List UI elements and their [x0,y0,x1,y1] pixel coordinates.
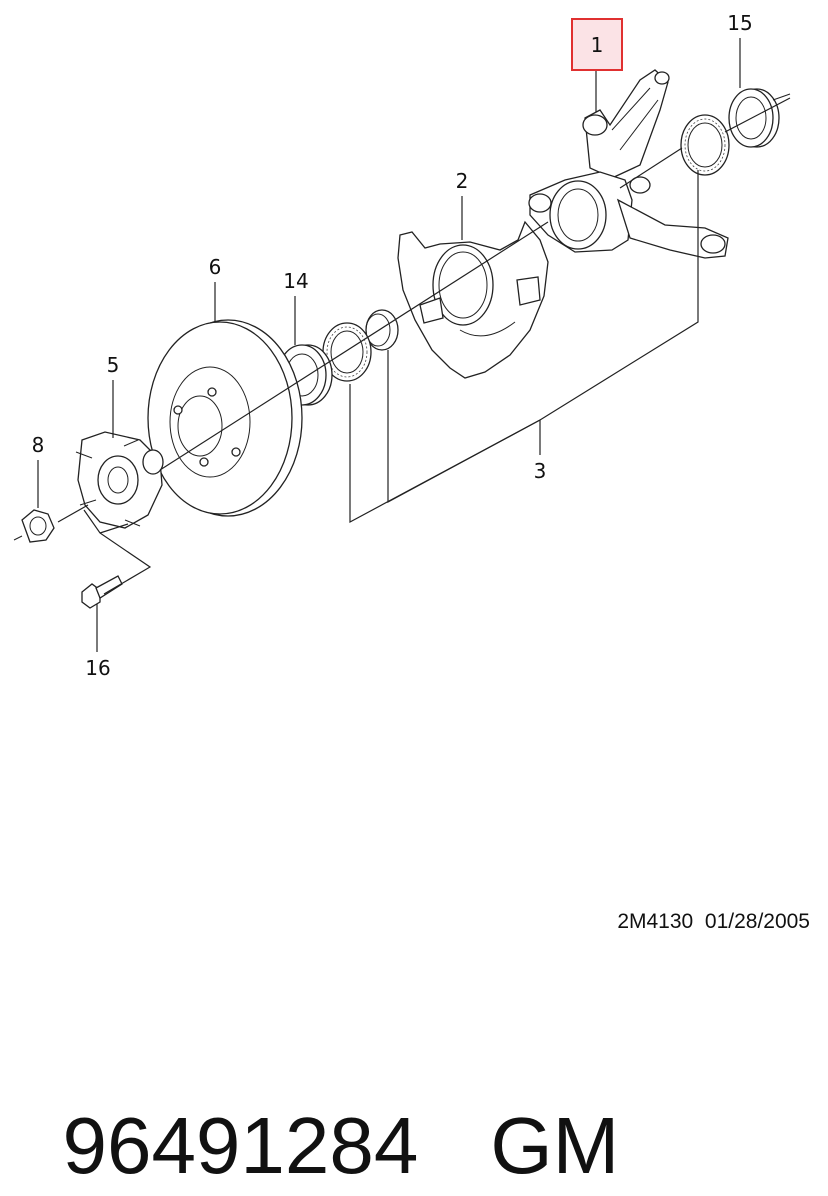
part-2-dust-shield [397,220,549,379]
callout-6: 6 [209,255,222,279]
callout-15: 15 [727,11,752,35]
drawing-reference: 2M4130 01/28/2005 [617,910,810,933]
part-6-brake-disc [147,319,303,517]
callout-5: 5 [107,353,120,377]
part-number-footer: 96491284 GM [18,996,619,1190]
part-8-nut [13,509,55,543]
leader-lines [37,38,791,652]
part-1-steering-knuckle [528,69,729,259]
callout-8: 8 [32,433,45,457]
brand-name: GM [490,1101,620,1190]
callout-2: 2 [456,169,469,193]
callout-16: 16 [85,656,110,680]
callout-1-highlight-box [571,18,623,71]
part-5-hub [75,431,164,529]
part-15-seal [728,88,791,148]
callout-3: 3 [534,459,547,483]
part-16-bolt [81,575,123,609]
callout-14: 14 [283,269,308,293]
callout-1: 1 [591,33,604,57]
exploded-parts-diagram: 1 15 2 6 14 5 8 3 16 [13,11,791,680]
part-number: 96491284 [62,1101,419,1190]
inner-race [365,309,399,351]
outer-bearing-ring [680,114,730,176]
